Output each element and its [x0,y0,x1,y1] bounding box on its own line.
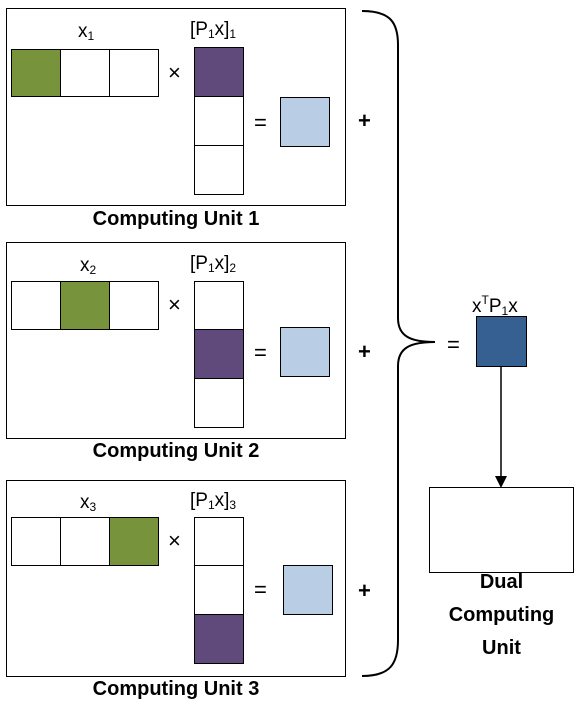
plus-sign-3: + [358,578,371,603]
p1x1-cell-3 [194,145,244,195]
dual-computing-unit-caption-line1: Dual [479,571,524,593]
x2-cell-1 [11,281,61,330]
partial-result-1 [280,97,330,147]
p1x1-cell-1 [194,47,244,97]
x1-cell-3 [109,49,159,97]
p1x2-cell-3 [194,378,244,428]
p1x2-cell-1 [194,281,244,330]
x3-cell-3 [109,517,159,566]
equals-sign-2: = [254,340,267,365]
p1x3-cell-3 [194,614,244,664]
xtp1x-label: xTP1x [472,293,518,318]
x3-label: x3 [80,492,97,515]
x1-label: x1 [78,21,95,44]
computing-unit-3-caption: Computing Unit 3 [92,678,260,700]
equals-sign-1: = [254,110,267,135]
plus-sign-1: + [358,108,371,133]
p1x1-label: [P1x]1 [190,19,237,42]
x3-cell-2 [60,517,110,566]
final-result-box [476,316,527,367]
x2-cell-2 [60,281,110,330]
computing-unit-1-caption: Computing Unit 1 [92,208,260,230]
result-equals-sign: = [447,332,460,357]
x2-label: x2 [80,255,97,278]
dual-computing-unit-caption-line2: Computing [448,604,555,626]
times-sign-3: × [168,528,181,553]
arrow-head [495,476,507,488]
p1x2-label: [P1x]2 [190,253,237,276]
partial-result-3 [283,565,333,615]
partial-result-2 [280,327,330,377]
equals-sign-3: = [254,577,267,602]
p1x1-cell-2 [194,96,244,146]
times-sign-2: × [168,292,181,317]
p1x3-label: [P1x]3 [190,490,237,513]
times-sign-1: × [168,60,181,85]
dual-computing-unit-caption-line3: Unit [482,637,521,659]
x2-cell-3 [109,281,159,330]
dual-computing-unit-box [429,487,574,573]
computing-unit-2-caption: Computing Unit 2 [92,440,260,462]
curly-brace [361,10,436,677]
p1x3-cell-2 [194,565,244,615]
plus-sign-2: + [358,339,371,364]
